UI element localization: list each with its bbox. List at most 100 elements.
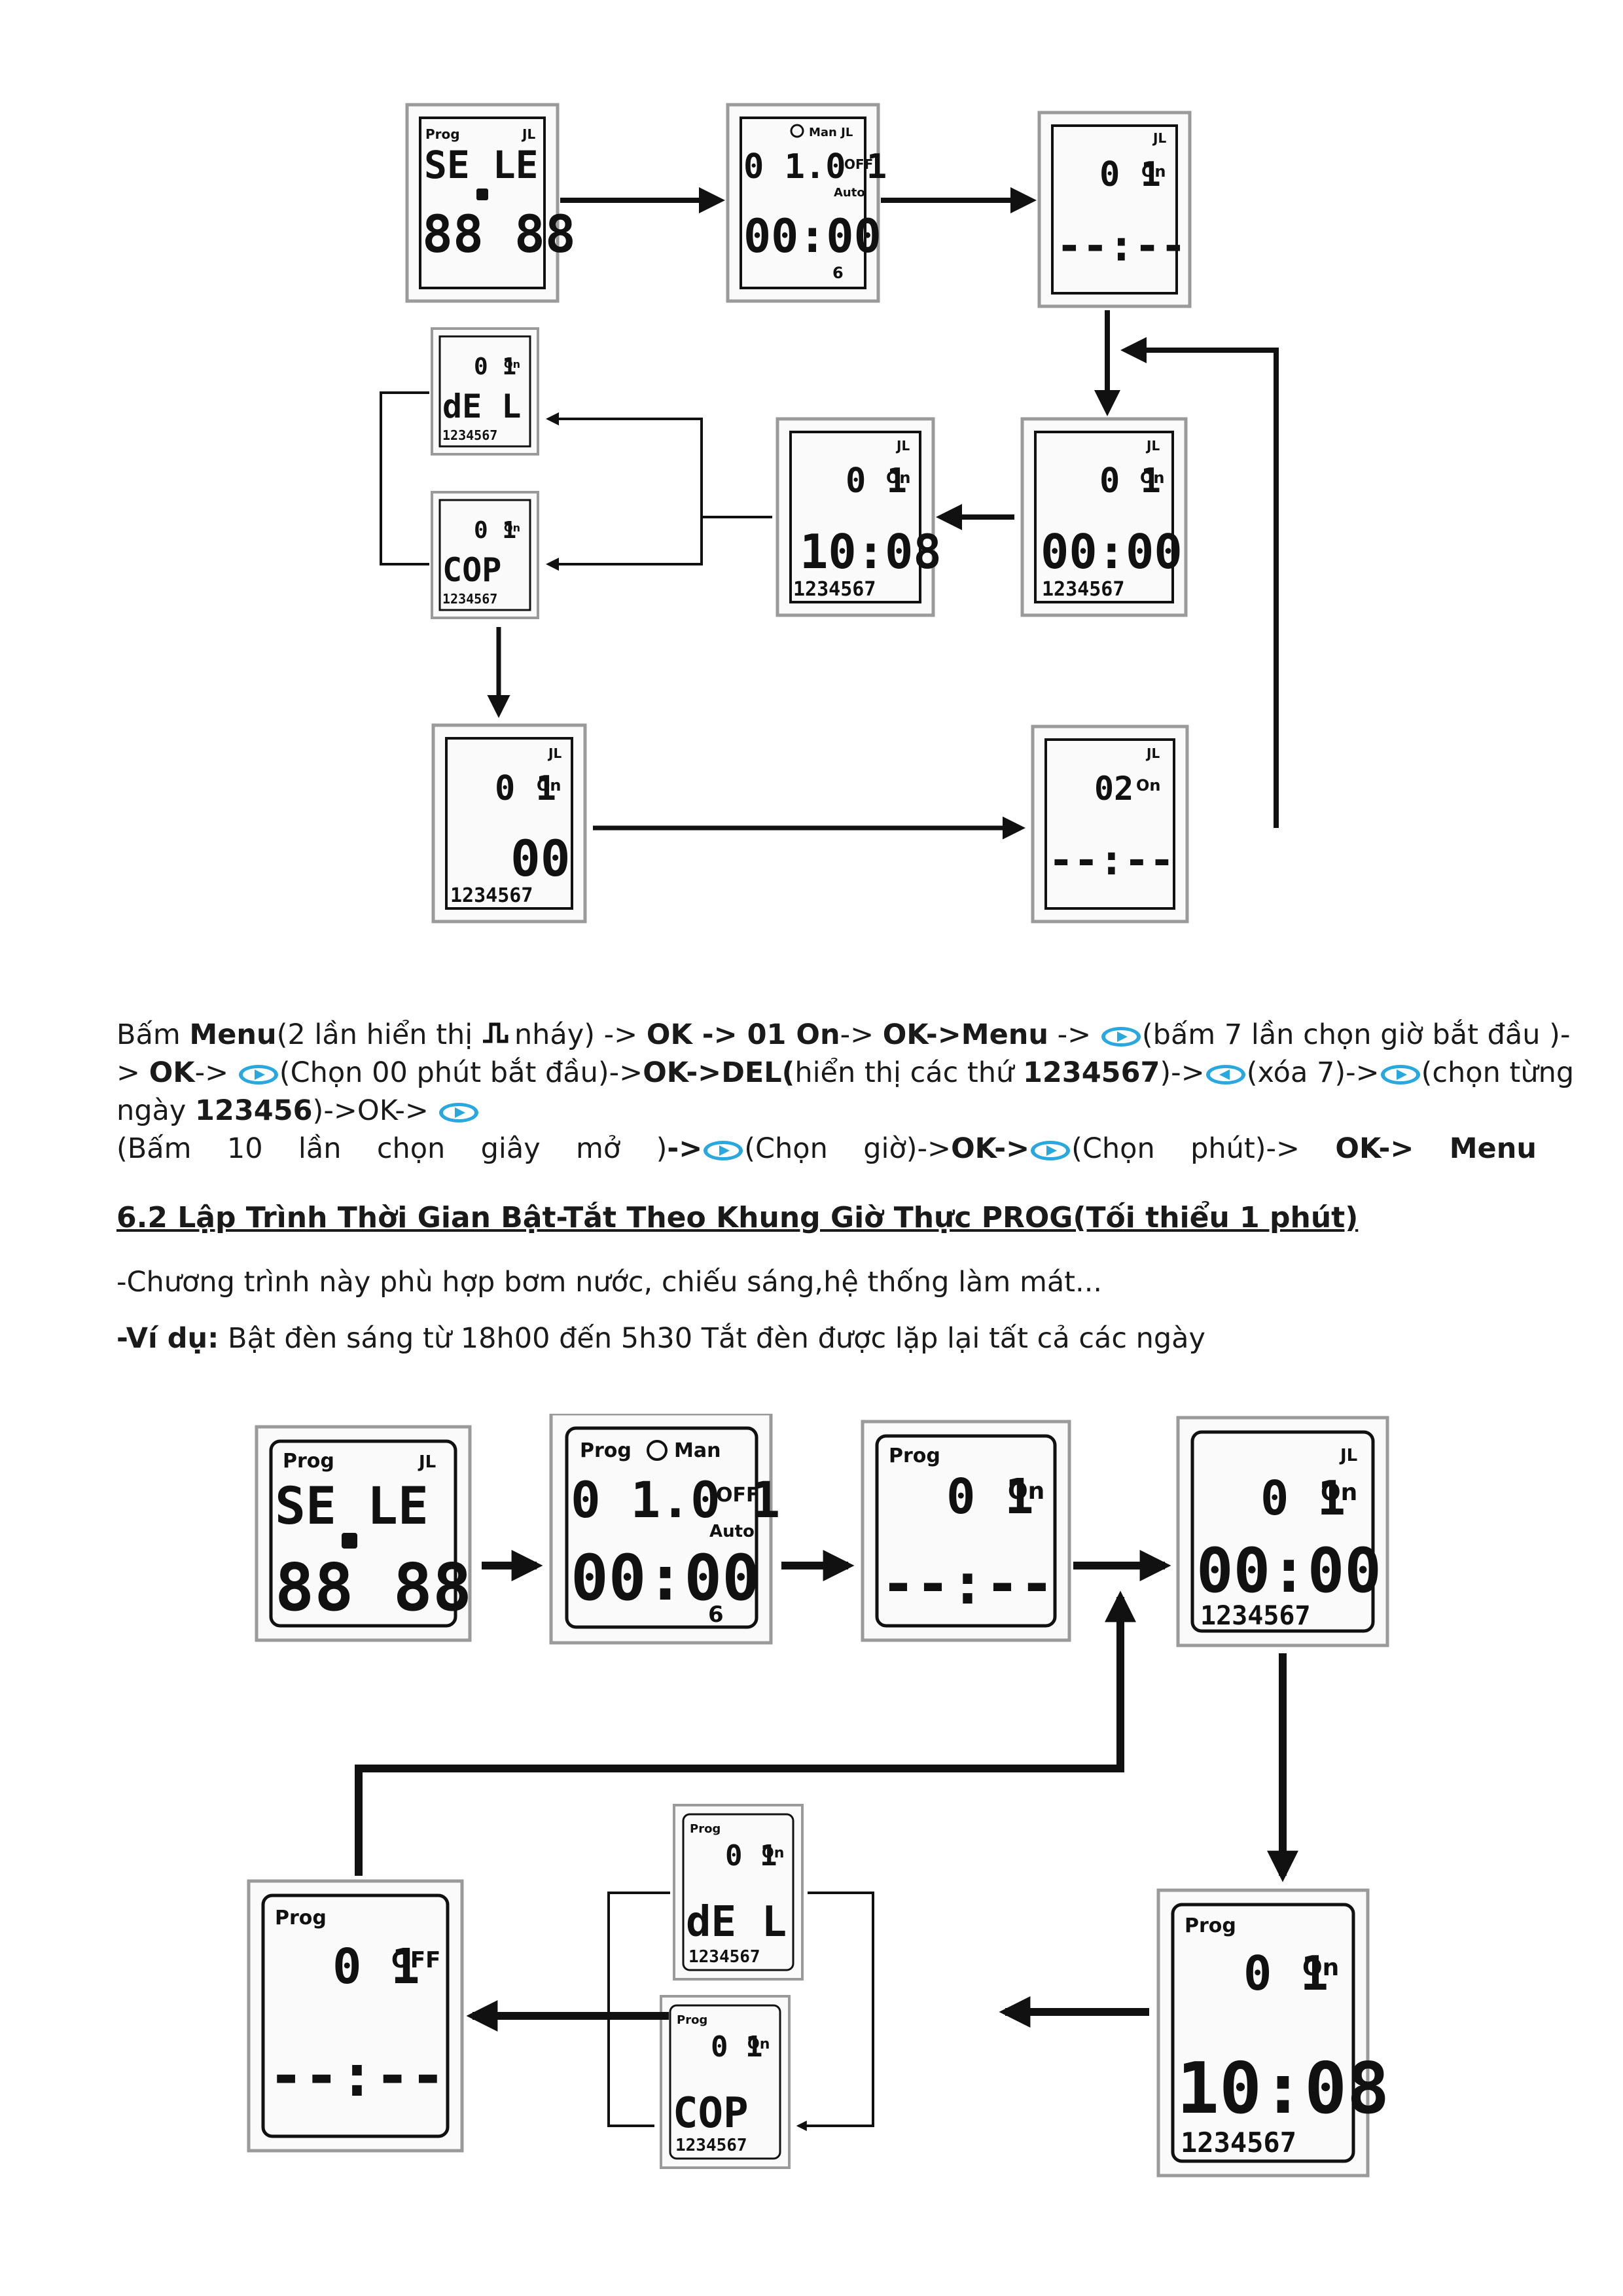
svg-text:00:00: 00:00 xyxy=(571,1541,760,1615)
flow-diagram-2: Prog JL SE LE 88 88 Prog Man 0 1.0 1 OFF… xyxy=(247,1414,1389,2178)
svg-text:88 88: 88 88 xyxy=(275,1549,472,1626)
svg-text:Auto: Auto xyxy=(834,186,865,200)
svg-text:1234567: 1234567 xyxy=(442,427,497,443)
lcd2-screen-sele: Prog JL SE LE 88 88 xyxy=(255,1425,472,1642)
svg-text:On: On xyxy=(886,469,911,487)
lcd2-screen-01-off-dashes: Prog 0 1 OFF --:-- xyxy=(247,1879,464,2153)
lcd-screen-del: 0 1 On dE L 1234567 xyxy=(431,327,539,456)
lcd-screen-cop: 0 1 On COP 1234567 xyxy=(431,491,539,619)
lcd-screen-sele: Prog JL SE LE 88 88 xyxy=(405,103,576,303)
svg-text:0 1: 0 1 xyxy=(846,461,907,501)
svg-text:OFF: OFF xyxy=(844,156,873,172)
svg-text:JL: JL xyxy=(521,126,535,142)
svg-text:Prog: Prog xyxy=(690,1822,721,1836)
right-button-icon xyxy=(1380,1064,1420,1085)
svg-text:0 1: 0 1 xyxy=(1243,1946,1329,2001)
svg-text:1234567: 1234567 xyxy=(793,578,876,601)
svg-text:0 1: 0 1 xyxy=(474,517,516,544)
svg-text:Prog: Prog xyxy=(283,1450,334,1473)
svg-text:0 1: 0 1 xyxy=(711,2030,762,2064)
instruction-line-3: ngày 123456)->OK-> xyxy=(116,1092,1537,1130)
lcd2-screen-01-01-off: Prog Man 0 1.0 1 OFF Auto 00:00 6 xyxy=(549,1414,780,1645)
svg-text:1234567: 1234567 xyxy=(675,2136,747,2155)
lcd2-screen-01-on-1008: Prog 0 1 On 10:08 1234567 xyxy=(1156,1888,1389,2178)
svg-text:00:00: 00:00 xyxy=(1041,524,1183,579)
left-button-icon xyxy=(1205,1064,1245,1085)
right-button-icon xyxy=(704,1140,743,1160)
instruction-word-group: )->(Chọn xyxy=(656,1132,828,1165)
svg-text:Prog: Prog xyxy=(580,1439,632,1462)
svg-text:0 1: 0 1 xyxy=(946,1469,1034,1525)
lcd2-screen-01-on-dashes: Prog 0 1 On --:-- xyxy=(861,1420,1071,1642)
svg-text:On: On xyxy=(747,2036,770,2053)
svg-text:0 1: 0 1 xyxy=(332,1939,420,1995)
right-button-icon xyxy=(438,1102,478,1122)
svg-text:10:08: 10:08 xyxy=(1177,2048,1389,2130)
svg-text:On: On xyxy=(1008,1478,1044,1505)
instruction-line-4: (Bấm 10 lần chọn giây mở )->(Chọn giờ)->… xyxy=(116,1130,1537,1168)
svg-text:0 1: 0 1 xyxy=(474,353,516,380)
svg-text:0 1: 0 1 xyxy=(495,769,556,808)
svg-text:SE LE: SE LE xyxy=(424,143,539,187)
svg-text:SE LE: SE LE xyxy=(275,1477,429,1536)
diagram2-arrows xyxy=(355,1550,1298,2131)
svg-text:JL: JL xyxy=(1339,1446,1357,1465)
svg-text:On: On xyxy=(1141,162,1166,181)
svg-text:--:--: --:-- xyxy=(1056,221,1186,271)
svg-text:--:--: --:-- xyxy=(1048,836,1175,885)
lcd2-screen-cop: Prog 0 1 On COP 1234567 xyxy=(660,1995,791,2169)
svg-text:Man JL: Man JL xyxy=(809,126,853,139)
svg-text:0 1: 0 1 xyxy=(725,1839,777,1873)
svg-text:Prog: Prog xyxy=(677,2013,707,2027)
svg-text:--:--: --:-- xyxy=(881,1550,1054,1617)
svg-text:Man: Man xyxy=(674,1439,721,1462)
svg-text:COP: COP xyxy=(673,2089,749,2138)
svg-text:10:08: 10:08 xyxy=(800,524,942,579)
svg-text:On: On xyxy=(1321,1479,1357,1506)
svg-text:6: 6 xyxy=(708,1602,724,1628)
svg-text:1234567: 1234567 xyxy=(1200,1601,1311,1631)
svg-text:Prog: Prog xyxy=(425,126,460,142)
svg-text:On: On xyxy=(504,522,520,534)
section-description: -Chương trình này phù hợp bơm nước, chiế… xyxy=(116,1266,1103,1299)
lcd-screen-01-01-off: Man JL 0 1.0 1 OFF Auto 00:00 6 xyxy=(726,103,887,303)
svg-text:1234567: 1234567 xyxy=(1181,2126,1296,2159)
lcd2-screen-del: Prog 0 1 On dE L 1234567 xyxy=(673,1804,804,1981)
svg-text:0 1: 0 1 xyxy=(1099,155,1161,194)
diagram1-arrows xyxy=(380,187,1279,840)
svg-text:JL: JL xyxy=(895,438,910,454)
svg-text:JL: JL xyxy=(547,745,562,761)
svg-text:COP: COP xyxy=(442,551,501,589)
svg-text:OFF: OFF xyxy=(716,1484,760,1507)
svg-text:On: On xyxy=(1140,469,1165,487)
svg-text:Auto: Auto xyxy=(709,1522,755,1541)
svg-text:JL: JL xyxy=(418,1452,436,1472)
instruction-word-group: giờ)->OK->(Chọn xyxy=(863,1132,1155,1165)
svg-text:On: On xyxy=(762,1845,784,1861)
svg-text:Prog: Prog xyxy=(1185,1914,1236,1937)
pulse-icon xyxy=(482,1022,508,1043)
svg-text:00:00: 00:00 xyxy=(1196,1535,1382,1607)
svg-text:00:00: 00:00 xyxy=(743,209,882,263)
instruction-paragraph: Bấm Menu(2 lần hiển thị nháy) -> OK -> 0… xyxy=(116,1016,1574,1168)
instruction-line-1: Bấm Menu(2 lần hiển thị nháy) -> OK -> 0… xyxy=(116,1018,1571,1051)
right-button-icon xyxy=(1031,1140,1071,1160)
svg-text:0 1.0 1: 0 1.0 1 xyxy=(571,1471,780,1529)
svg-text:0 1: 0 1 xyxy=(1099,461,1161,501)
svg-text:On: On xyxy=(1302,1954,1339,1981)
svg-text:On: On xyxy=(504,358,520,370)
lcd-screen-01-on-dashes: JL 0 1 On --:-- xyxy=(1037,111,1192,308)
svg-text:dE L: dE L xyxy=(686,1898,787,1946)
svg-text:Prog: Prog xyxy=(275,1907,327,1929)
lcd-screen-01-on-00: JL 0 1 On 00 1234567 xyxy=(431,723,587,924)
right-button-icon xyxy=(1101,1026,1141,1047)
svg-text:--:--: --:-- xyxy=(268,2041,446,2110)
svg-text:0 1: 0 1 xyxy=(1260,1471,1346,1526)
section-example: -Ví dụ: Bật đèn sáng từ 18h00 đến 5h30 T… xyxy=(116,1322,1205,1355)
svg-text:JL: JL xyxy=(1152,130,1166,146)
svg-text:0 1.0 1: 0 1.0 1 xyxy=(743,147,887,187)
lcd-screen-02-on-dashes: JL 02 On --:-- xyxy=(1031,725,1189,924)
svg-text:1234567: 1234567 xyxy=(450,884,533,907)
svg-text:1234567: 1234567 xyxy=(688,1947,760,1967)
lcd2-screen-01-on-0000: JL 0 1 On 00:00 1234567 xyxy=(1176,1416,1389,1647)
